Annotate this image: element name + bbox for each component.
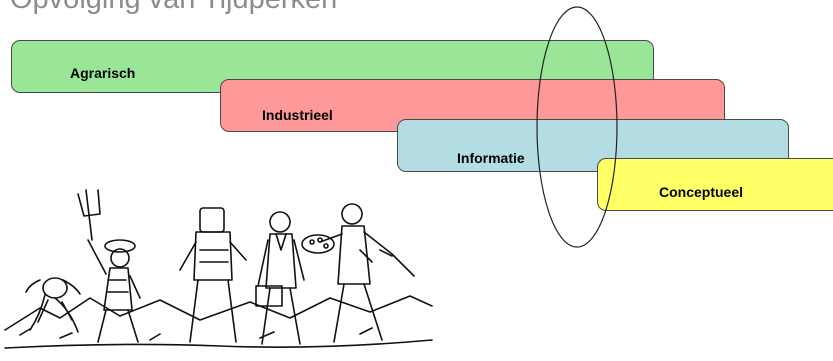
transition-ellipse: [536, 6, 618, 248]
evolution-figures-illustration: [4, 189, 433, 349]
era-conceptueel-label: Conceptueel: [659, 184, 744, 200]
era-conceptueel-bar: Conceptueel: [597, 158, 833, 211]
era-agrarisch-label: Agrarisch: [70, 65, 136, 81]
era-informatie-label: Informatie: [457, 150, 525, 166]
slide-title: Opvolging van Tijdperken: [10, 0, 337, 16]
era-industrieel-label: Industrieel: [262, 107, 333, 123]
